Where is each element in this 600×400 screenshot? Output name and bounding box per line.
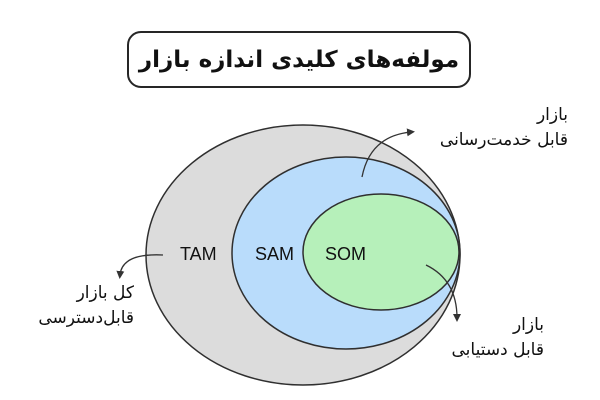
page-title: مولفه‌های کلیدی اندازه بازار bbox=[127, 31, 471, 88]
page-title-text: مولفه‌های کلیدی اندازه بازار bbox=[138, 46, 460, 73]
serviceable-market-line1: بازار bbox=[536, 105, 568, 125]
total-arrow bbox=[116, 254, 164, 279]
total-market-line1: کل بازار bbox=[76, 283, 134, 303]
total-market-label: کل بازار قابل‌دسترسی bbox=[38, 281, 134, 331]
total-market-line2: قابل‌دسترسی bbox=[38, 308, 134, 328]
som-ellipse bbox=[302, 193, 460, 311]
serviceable-arrow bbox=[361, 128, 415, 178]
serviceable-market-line2: قابل خدمت‌رسانی bbox=[439, 130, 568, 150]
obtainable-arrow bbox=[425, 264, 461, 322]
tam-label: TAM bbox=[180, 244, 217, 264]
serviceable-market-label: بازار قابل خدمت‌رسانی bbox=[440, 103, 568, 153]
som-label: SOM bbox=[325, 244, 367, 264]
obtainable-market-label: بازار قابل دستیابی bbox=[452, 313, 544, 363]
obtainable-market-line1: بازار bbox=[512, 315, 544, 335]
obtainable-market-line2: قابل دستیابی bbox=[451, 340, 544, 360]
sam-label: SAM bbox=[255, 244, 295, 264]
